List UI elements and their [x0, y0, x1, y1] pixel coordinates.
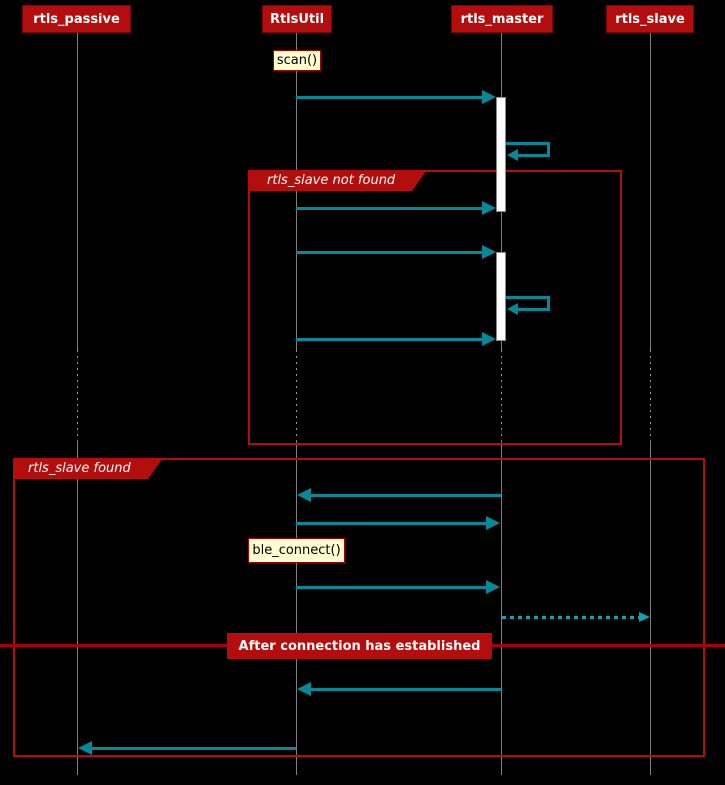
lifeline-rtls-slave: [650, 440, 651, 775]
arrowhead-left: [297, 682, 311, 696]
lifeline-rtls-passive: [77, 33, 78, 350]
arrowhead-right: [639, 612, 650, 622]
arrowhead-right: [482, 332, 496, 346]
arrowhead-left: [507, 303, 518, 315]
activation-bar: [496, 97, 506, 212]
message-arrow-10: [89, 747, 296, 750]
self-message-back: [518, 308, 550, 311]
message-arrow-5: [308, 494, 501, 497]
message-arrow-4: [296, 338, 484, 341]
arrowhead-right: [482, 90, 496, 104]
arrowhead-left: [78, 741, 92, 755]
participant-rtls-master: rtls_master: [451, 5, 553, 33]
arrowhead-left: [507, 149, 518, 161]
message-arrow-3: [296, 251, 484, 254]
arrowhead-right: [486, 580, 500, 594]
lifeline-rtls-slave-delay: [650, 350, 651, 440]
arrowhead-right: [486, 516, 500, 530]
participant-rtlsutil: RtlsUtil: [262, 5, 332, 33]
frame-rtls-slave-not-found: [248, 170, 622, 445]
self-message-side: [547, 296, 550, 311]
arrowhead-right: [482, 245, 496, 259]
divider-label: After connection has established: [227, 633, 492, 659]
lifeline-rtlsutil-delay: [296, 350, 297, 440]
lifeline-rtls-master: [501, 440, 502, 775]
message-arrow-1: [296, 96, 484, 99]
note-ble-connect: ble_connect(): [248, 538, 345, 563]
frame-label-rtls-slave-not-found: rtls_slave not found: [248, 170, 427, 191]
participant-rtls-passive: rtls_passive: [22, 5, 131, 33]
frame-rtls-slave-found: [13, 458, 705, 757]
self-message-out: [506, 296, 550, 299]
lifeline-rtls-master-delay: [501, 350, 502, 440]
note-scan: scan(): [273, 50, 321, 71]
self-message-out: [506, 142, 550, 145]
participant-rtls-slave: rtls_slave: [606, 5, 694, 33]
message-arrow-7: [296, 586, 488, 589]
lifeline-rtls-passive: [77, 440, 78, 775]
lifeline-rtls-passive-delay: [77, 350, 78, 440]
arrowhead-left: [297, 488, 311, 502]
activation-bar: [496, 252, 506, 341]
self-message-side: [547, 142, 550, 157]
arrowhead-right: [482, 201, 496, 215]
self-message-back: [518, 154, 550, 157]
frame-label-rtls-slave-found: rtls_slave found: [13, 458, 163, 479]
message-arrow-9: [308, 688, 501, 691]
lifeline-rtlsutil: [296, 440, 297, 775]
message-arrow-8-dashed: [502, 616, 640, 619]
lifeline-rtls-slave: [650, 33, 651, 350]
lifeline-rtlsutil: [296, 33, 297, 350]
message-arrow-2: [296, 207, 484, 210]
message-arrow-6: [296, 522, 488, 525]
